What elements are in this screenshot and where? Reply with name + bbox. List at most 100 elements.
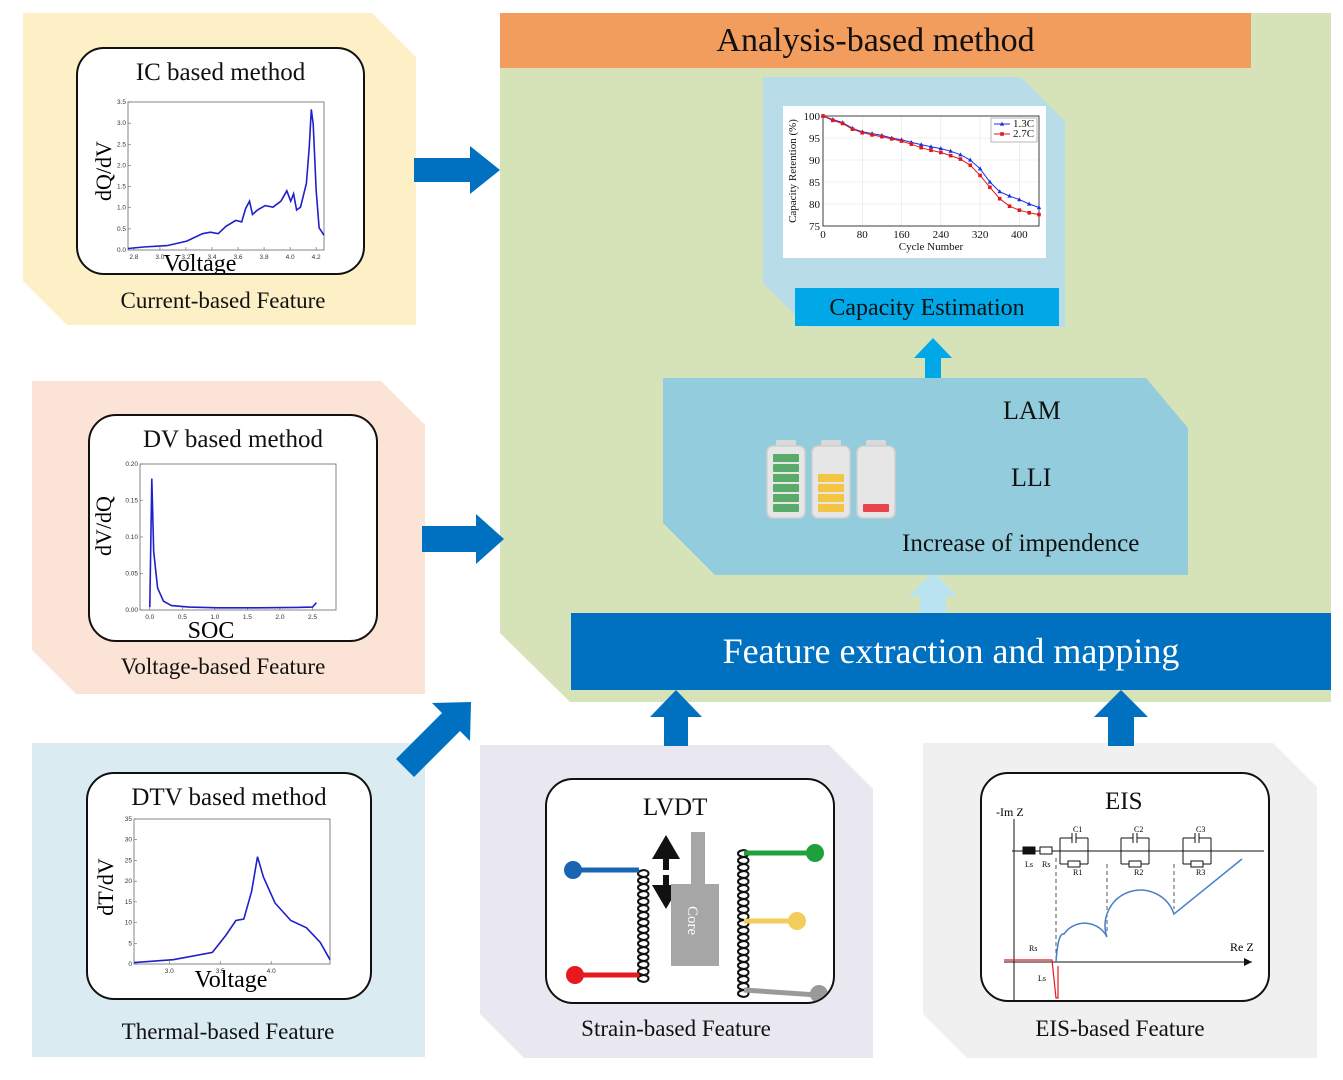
eis-x-axis: Re Z <box>1230 940 1254 954</box>
data-point-2.7C <box>929 148 933 153</box>
x-axis-label: Voltage <box>195 967 268 993</box>
x-tick-label: 1.5 <box>243 614 252 621</box>
data-point-1.3C <box>948 148 953 153</box>
data-point-2.7C <box>899 139 904 143</box>
y-tick-label: 1.5 <box>117 184 126 191</box>
resistor <box>1067 860 1081 868</box>
lvdt-rod <box>691 832 705 884</box>
data-point-2.7C <box>948 153 953 158</box>
lead-red <box>566 966 584 984</box>
x-tick-label: 240 <box>933 229 950 241</box>
legend-marker <box>1000 132 1004 136</box>
data-point-2.7C <box>1037 212 1041 217</box>
x-tick-label: 0.0 <box>145 614 154 621</box>
lvdt-core-label: Core <box>684 906 700 936</box>
ic-method-title: IC based method <box>135 59 306 86</box>
y-tick-label: 5 <box>128 940 132 947</box>
capacity-estimation-label: Capacity Estimation <box>829 295 1025 321</box>
thermal-feature-caption: Thermal-based Feature <box>121 1019 335 1044</box>
resistor <box>1190 860 1204 868</box>
data-point-2.7C <box>1007 204 1012 208</box>
current-feature-caption: Current-based Feature <box>120 288 326 313</box>
legend-label: 1.3C <box>1013 118 1034 130</box>
x-tick-label: 320 <box>972 229 989 241</box>
y-axis-label: dT/dV <box>93 858 118 916</box>
y-tick-label: 15 <box>125 899 133 906</box>
data-point-2.7C <box>821 114 825 118</box>
x-tick-label: 2.8 <box>129 254 138 261</box>
x-tick-label: 0 <box>820 229 826 241</box>
data-point-1.3C <box>928 144 934 149</box>
data-point-1.3C <box>997 189 1002 194</box>
y-tick-label: 3.5 <box>117 99 126 106</box>
x-tick-label: 3.0 <box>155 254 164 261</box>
x-axis-label: Cycle Number <box>899 241 964 253</box>
data-point-2.7C <box>988 185 992 190</box>
data-point-2.7C <box>978 173 982 178</box>
eis-y-axis: -Im Z <box>996 805 1024 819</box>
data-point-2.7C <box>997 196 1002 201</box>
y-tick-label: 100 <box>804 111 821 123</box>
x-axis-label: Voltage <box>164 251 237 275</box>
data-point-1.3C <box>1036 205 1042 210</box>
legend-marker <box>999 121 1005 126</box>
circuit-r3: R3 <box>1196 868 1205 877</box>
feature-extraction-bar: Feature extraction and mapping <box>571 613 1331 690</box>
x-tick-label: 4.0 <box>267 968 276 975</box>
data-point-1.3C <box>987 179 993 184</box>
plot-frame <box>139 463 337 611</box>
data-point-2.7C <box>1027 211 1031 215</box>
data-point-2.7C <box>919 145 923 150</box>
data-point-1.3C <box>977 166 983 171</box>
y-tick-label: 2.5 <box>117 141 126 148</box>
lead-blue <box>564 861 582 879</box>
feature-extraction-label: Feature extraction and mapping <box>722 631 1180 671</box>
plot-frame <box>127 101 325 251</box>
mechanism-lam: LAM <box>1003 396 1061 425</box>
feature-curve <box>149 478 317 609</box>
resistor <box>1128 860 1142 868</box>
eis-title: EIS <box>1105 788 1143 815</box>
lvdt-core <box>671 884 719 966</box>
data-point-1.3C <box>968 157 973 162</box>
data-point-1.3C <box>958 152 963 157</box>
data-point-2.7C <box>909 142 914 146</box>
y-tick-label: 0.0 <box>117 247 126 254</box>
mechanism-impedance: Increase of impendence <box>902 530 1140 557</box>
x-tick-label: 4.0 <box>286 254 295 261</box>
lvdt-diagram: Core <box>564 832 828 1002</box>
x-tick-label: 1.0 <box>210 614 219 621</box>
circuit-rs: Rs <box>1042 860 1050 869</box>
mechanism-lli: LLI <box>1011 463 1052 492</box>
data-point-2.7C <box>860 130 865 135</box>
circuit-c3: C3 <box>1196 825 1205 834</box>
lead-gray <box>810 985 828 1002</box>
y-tick-label: 3.0 <box>117 120 126 127</box>
nyquist-curve <box>1055 858 1243 963</box>
y-tick-label: 0.5 <box>117 226 126 233</box>
y-tick-label: 95 <box>809 133 821 145</box>
x-tick-label: 3.0 <box>165 968 174 975</box>
nyquist-rs: Rs <box>1029 944 1037 953</box>
analysis-header: Analysis-based method <box>500 13 1251 68</box>
y-axis-label: dV/dQ <box>91 496 116 556</box>
x-tick-label: 3.8 <box>260 254 269 261</box>
coil-turns <box>737 849 745 998</box>
y-tick-label: 0 <box>128 961 132 968</box>
plot-frame <box>133 818 331 965</box>
eis-feature-caption: EIS-based Feature <box>1035 1016 1205 1041</box>
analysis-header-title: Analysis-based method <box>716 22 1035 59</box>
mechanism-panel <box>663 378 1188 575</box>
y-tick-label: 85 <box>809 177 821 189</box>
circuit-c1: C1 <box>1073 825 1082 834</box>
data-point-2.7C <box>968 163 973 168</box>
circuit-ls: Ls <box>1025 860 1033 869</box>
lvdt-box: Core LVDT <box>545 778 835 1004</box>
y-axis-label: Capacity Retention (%) <box>787 119 799 223</box>
feature-curve <box>127 109 325 250</box>
